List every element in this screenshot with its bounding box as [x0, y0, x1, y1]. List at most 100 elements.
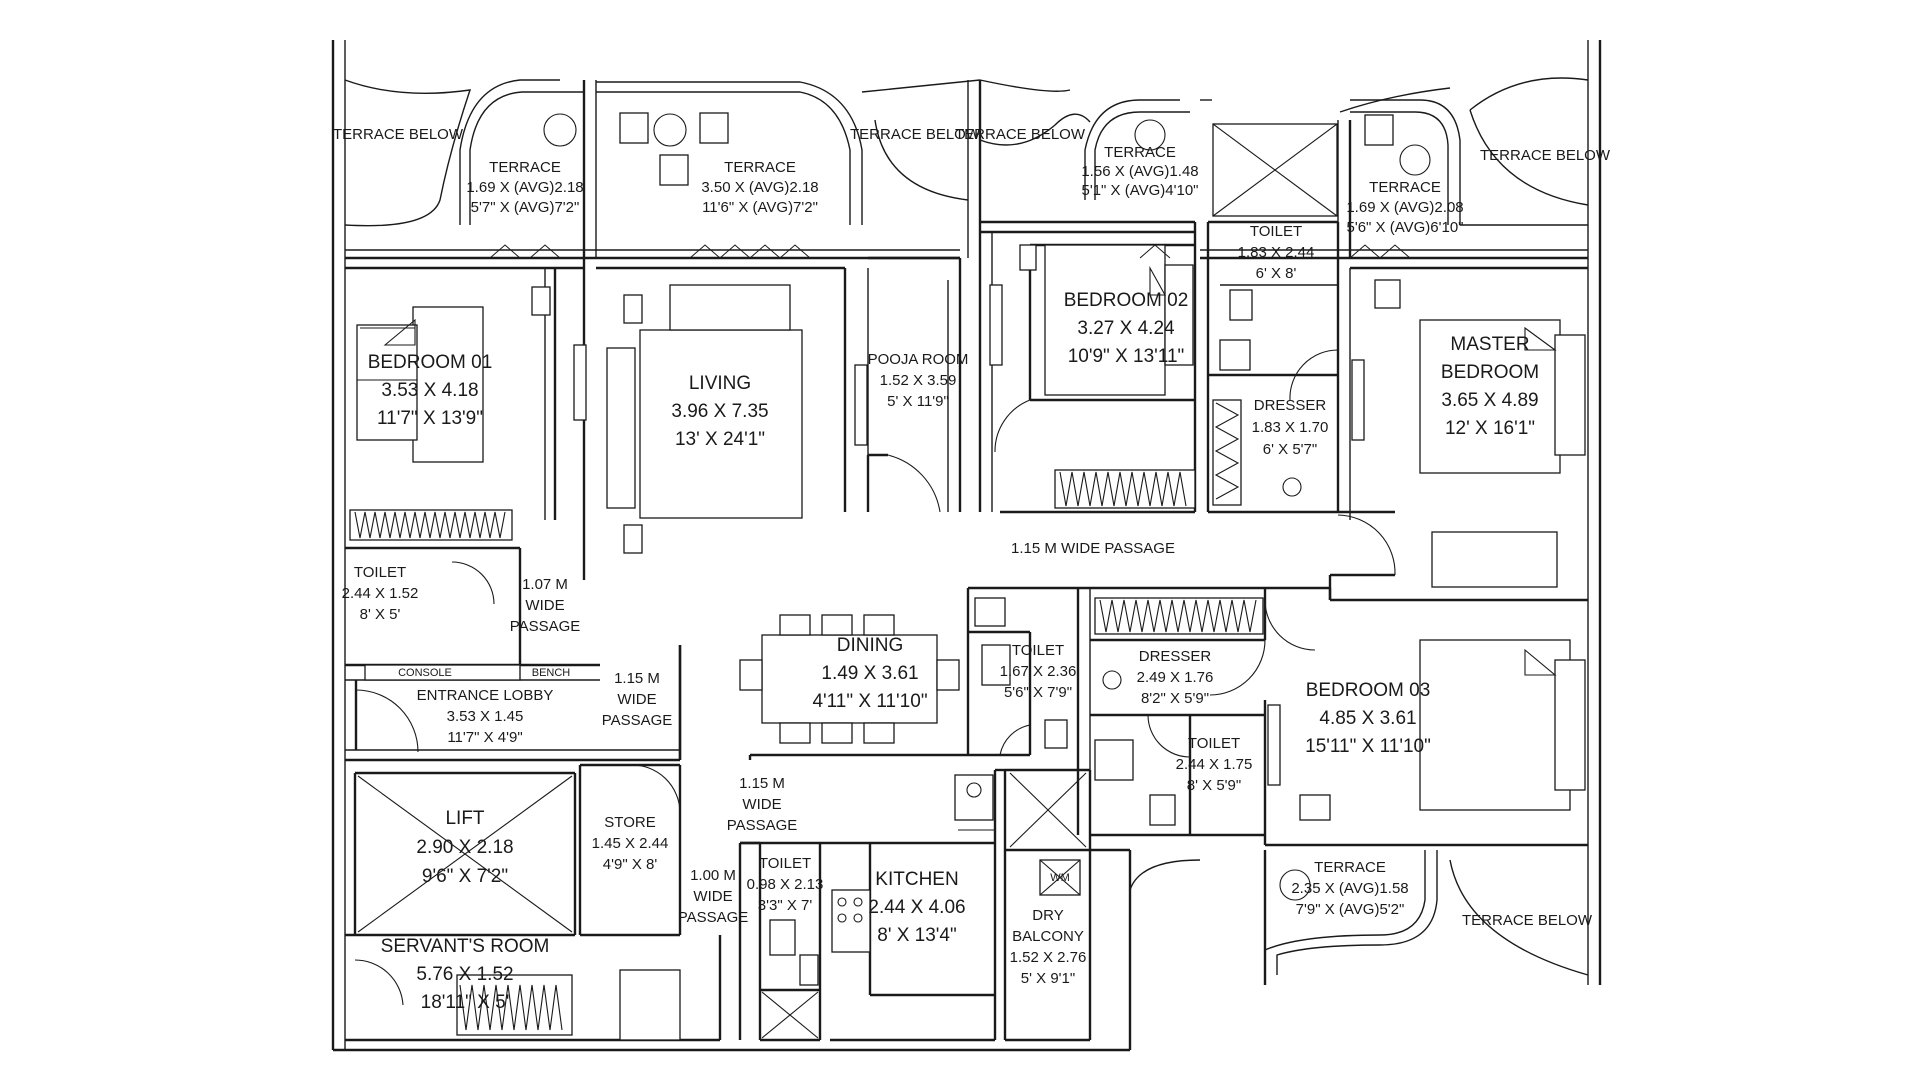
- toilet-small-label: TOILET: [759, 855, 811, 872]
- terrace-below-c-label: TERRACE BELOW: [955, 126, 1086, 143]
- toilet-mid-label: TOILET: [1012, 642, 1064, 659]
- living-label: LIVING: [689, 373, 751, 394]
- lift-label: LIFT: [445, 808, 484, 829]
- pooja-room-dim-ft: 5' X 11'9": [887, 393, 949, 410]
- dresser-top-dim-ft: 6' X 5'7": [1263, 441, 1317, 458]
- terrace-a-label: TERRACE: [489, 159, 561, 176]
- terrace-e-label: TERRACE: [1314, 859, 1386, 876]
- toilet-top-label: TOILET: [1250, 223, 1302, 240]
- dining-dim-m: 1.49 X 3.61: [821, 663, 918, 684]
- bedroom-03-label: BEDROOM 03: [1306, 680, 1431, 701]
- toilet-small-dim-m: 0.98 X 2.13: [747, 876, 824, 893]
- terrace-d-dim-m: 1.69 X (AVG)2.08: [1346, 199, 1463, 216]
- dining-dim-ft: 4'11" X 11'10": [812, 691, 927, 712]
- dresser-top-label: DRESSER: [1254, 397, 1327, 414]
- terrace-d-label: TERRACE: [1369, 179, 1441, 196]
- terrace-b-label: TERRACE: [724, 159, 796, 176]
- passage-107-passage: PASSAGE: [510, 618, 581, 635]
- passage-115-label: 1.15 M: [614, 670, 660, 687]
- dresser-top-dim-m: 1.83 X 1.70: [1252, 419, 1329, 436]
- facade-windows: [489, 244, 1411, 259]
- living-dim-m: 3.96 X 7.35: [671, 401, 768, 422]
- terrace-c-dim-ft: 5'1" X (AVG)4'10": [1082, 182, 1199, 199]
- terrace-b-dim-ft: 11'6" X (AVG)7'2": [702, 199, 818, 216]
- kitchen-label: KITCHEN: [875, 869, 958, 890]
- room-labels: TERRACE BELOW TERRACE 1.69 X (AVG)2.18 5…: [333, 126, 1611, 1013]
- bedroom-01-dim-ft: 11'7" X 13'9": [377, 408, 483, 429]
- terrace-b-dim-m: 3.50 X (AVG)2.18: [701, 179, 818, 196]
- terrace-below-br-label: TERRACE BELOW: [1462, 912, 1593, 929]
- kitchen-dim-m: 2.44 X 4.06: [868, 897, 965, 918]
- bedroom-02-dim-m: 3.27 X 4.24: [1077, 318, 1175, 339]
- passage-115b-passage: PASSAGE: [727, 817, 798, 834]
- toilet-mid-dim-ft: 5'6" X 7'9": [1004, 684, 1072, 701]
- servant-room-dim-m: 5.76 X 1.52: [416, 964, 513, 985]
- passage-115-passage: PASSAGE: [602, 712, 673, 729]
- toilet-b3-dim-m: 2.44 X 1.75: [1176, 756, 1253, 773]
- kitchen-dim-ft: 8' X 13'4": [877, 925, 957, 946]
- dresser-mid-label: DRESSER: [1139, 648, 1212, 665]
- bedroom-02-label: BEDROOM 02: [1064, 290, 1189, 311]
- terrace-below-label: TERRACE BELOW: [333, 126, 464, 143]
- bedroom-02-dim-ft: 10'9" X 13'11": [1068, 346, 1185, 367]
- dining-label: DINING: [837, 635, 904, 656]
- terrace-e-dim-m: 2.35 X (AVG)1.58: [1291, 880, 1408, 897]
- entrance-lobby-label: ENTRANCE LOBBY: [417, 687, 554, 704]
- terrace-d-dim-ft: 5'6" X (AVG)6'10": [1347, 219, 1464, 236]
- store-dim-m: 1.45 X 2.44: [592, 835, 669, 852]
- balcony-label: BALCONY: [1012, 928, 1084, 945]
- toilet-top-dim-ft: 6' X 8': [1256, 265, 1297, 282]
- entrance-lobby-dim-ft: 11'7" X 4'9": [447, 729, 522, 746]
- dresser-mid-dim-ft: 8'2" X 5'9": [1141, 690, 1209, 707]
- toilet-left-label: TOILET: [354, 564, 406, 581]
- toilet-top-dim-m: 1.83 X 2.44: [1238, 244, 1315, 261]
- passage-100-passage: PASSAGE: [678, 909, 749, 926]
- dry-dim-ft: 5' X 9'1": [1021, 970, 1075, 987]
- passage-wide-label: 1.15 M WIDE PASSAGE: [1011, 540, 1175, 557]
- terrace-a-dim-m: 1.69 X (AVG)2.18: [466, 179, 583, 196]
- entrance-lobby-dim-m: 3.53 X 1.45: [447, 708, 524, 725]
- master-label-1: MASTER: [1450, 334, 1529, 355]
- furniture: [349, 112, 1586, 1041]
- toilet-small-dim-ft: 3'3" X 7': [758, 897, 813, 914]
- toilet-mid-dim-m: 1.67 X 2.36: [1000, 663, 1077, 680]
- bedroom-03-dim-ft: 15'11" X 11'10": [1305, 736, 1431, 757]
- passage-100-label: 1.00 M: [690, 867, 736, 884]
- terrace-below-right-label: TERRACE BELOW: [1480, 147, 1611, 164]
- master-dim-m: 3.65 X 4.89: [1441, 390, 1538, 411]
- store-dim-ft: 4'9" X 8': [603, 856, 658, 873]
- terrace-curves: [344, 77, 1589, 1040]
- toilet-b3-dim-ft: 8' X 5'9": [1187, 777, 1241, 794]
- terrace-e-dim-ft: 7'9" X (AVG)5'2": [1296, 901, 1405, 918]
- wm-label: WM: [1050, 872, 1070, 884]
- store-label: STORE: [604, 814, 655, 831]
- passage-107-label: 1.07 M: [522, 576, 568, 593]
- passage-115b-label: 1.15 M: [739, 775, 785, 792]
- bench-label: BENCH: [532, 667, 571, 679]
- bedroom-01-label: BEDROOM 01: [368, 352, 493, 373]
- terrace-c-dim-m: 1.56 X (AVG)1.48: [1081, 163, 1198, 180]
- bedroom-03-dim-m: 4.85 X 3.61: [1319, 708, 1416, 729]
- passage-115-wide: WIDE: [617, 691, 656, 708]
- toilet-left-dim-ft: 8' X 5': [360, 606, 401, 623]
- dry-dim-m: 1.52 X 2.76: [1010, 949, 1087, 966]
- dresser-mid-dim-m: 2.49 X 1.76: [1137, 669, 1214, 686]
- pooja-room-dim-m: 1.52 X 3.59: [880, 372, 957, 389]
- toilet-left-dim-m: 2.44 X 1.52: [342, 585, 419, 602]
- servant-room-label: SERVANT'S ROOM: [381, 936, 550, 957]
- terrace-a-dim-ft: 5'7" X (AVG)7'2": [471, 199, 580, 216]
- master-dim-ft: 12' X 16'1": [1445, 418, 1535, 439]
- master-label-2: BEDROOM: [1441, 362, 1539, 383]
- bedroom-01-dim-m: 3.53 X 4.18: [381, 380, 478, 401]
- pooja-room-label: POOJA ROOM: [868, 351, 969, 368]
- terrace-c-label: TERRACE: [1104, 144, 1176, 161]
- passage-115b-wide: WIDE: [742, 796, 781, 813]
- console-label: CONSOLE: [398, 667, 452, 679]
- passage-107-wide: WIDE: [525, 597, 564, 614]
- lift-dim-ft: 9'6" X 7'2": [422, 866, 508, 887]
- servant-room-dim-ft: 18'11" X 5': [421, 992, 510, 1013]
- passage-100-wide: WIDE: [693, 888, 732, 905]
- living-dim-ft: 13' X 24'1": [675, 429, 765, 450]
- terrace-below-mid-label: TERRACE BELOW: [850, 126, 981, 143]
